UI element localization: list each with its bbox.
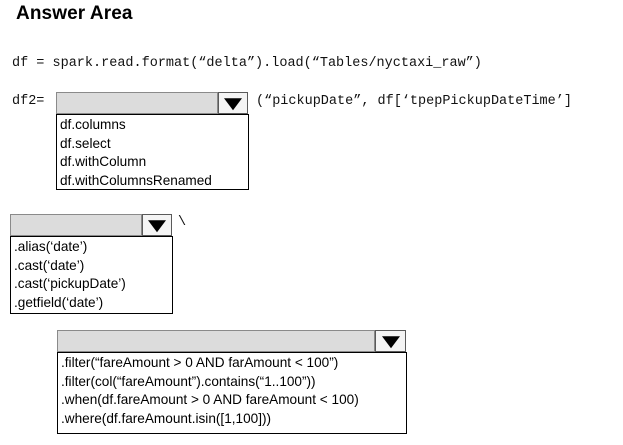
dropdown-conversion-option[interactable]: .cast(‘pickupDate’) <box>14 276 126 292</box>
dropdown-conversion-options: .alias(‘date’) .cast(‘date’) .cast(‘pick… <box>10 236 173 314</box>
dropdown-conversion-field[interactable] <box>10 214 142 236</box>
dropdown-filter-field[interactable] <box>57 330 375 352</box>
chevron-down-icon <box>224 98 242 111</box>
answer-area-title: Answer Area <box>16 3 133 24</box>
code-line-load: df = spark.read.format(“delta”).load(“Ta… <box>12 56 482 71</box>
chevron-down-icon <box>148 220 166 233</box>
chevron-down-icon <box>381 336 400 349</box>
dropdown-filter-button[interactable] <box>375 330 406 352</box>
dropdown-method-option[interactable]: df.withColumnsRenamed <box>60 172 212 188</box>
dropdown-method-options: df.columns df.select df.withColumn df.wi… <box>56 114 249 190</box>
dropdown-filter-option[interactable]: .filter(“fareAmount > 0 AND farAmount < … <box>61 355 339 370</box>
dropdown-conversion-option[interactable]: .cast(‘date’) <box>14 257 85 273</box>
dropdown-method-option[interactable]: df.withColumn <box>60 154 147 170</box>
dropdown-conversion-option[interactable]: .getfield(‘date’) <box>14 294 104 310</box>
code-line-df2-prefix: df2= <box>12 94 45 109</box>
dropdown-method-option[interactable]: df.columns <box>60 117 126 132</box>
dropdown-method-button[interactable] <box>218 92 248 114</box>
line-continuation: \ <box>178 215 187 230</box>
dropdown-filter-options: .filter(“fareAmount > 0 AND farAmount < … <box>57 352 407 434</box>
dropdown-method-option[interactable]: df.select <box>60 135 111 151</box>
code-line-df2-suffix: (“pickupDate”, df[‘tpepPickupDateTime’] <box>256 94 572 109</box>
dropdown-filter-option[interactable]: .when(df.fareAmount > 0 AND fareAmount <… <box>61 392 359 408</box>
dropdown-filter-option[interactable]: .filter(col(“fareAmount”).contains(“1..1… <box>61 373 316 389</box>
dropdown-conversion-option[interactable]: .alias(‘date’) <box>14 239 88 254</box>
dropdown-filter-option[interactable]: .where(df.fareAmount.isin([1,100])) <box>61 410 272 426</box>
dropdown-conversion-button[interactable] <box>142 214 172 236</box>
dropdown-method-field[interactable] <box>56 92 218 114</box>
